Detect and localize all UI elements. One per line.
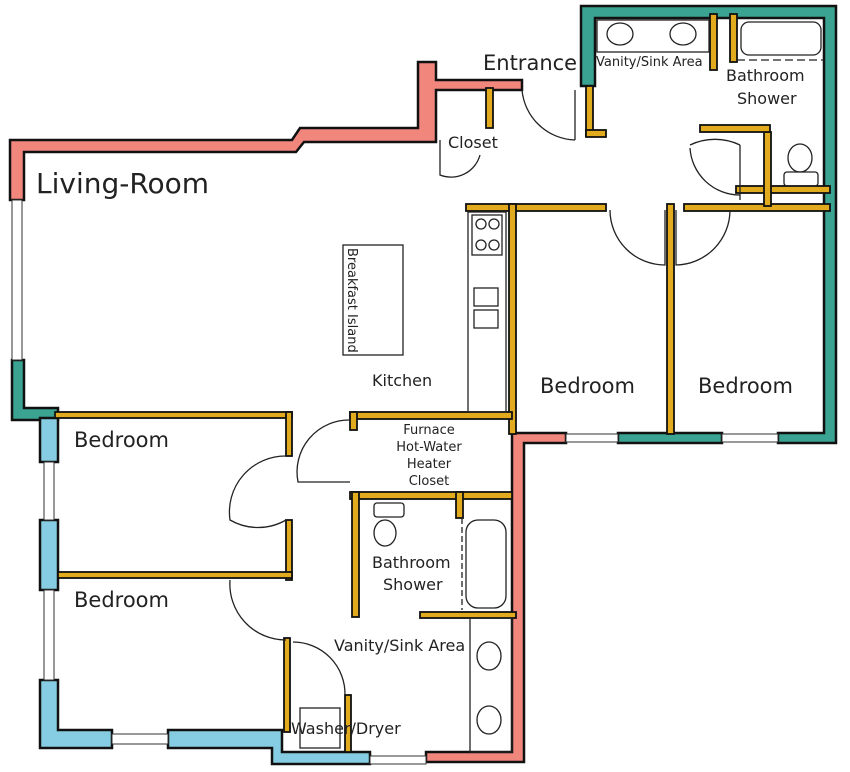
label-heater: Heater (407, 457, 452, 472)
vanity-counter-bottom (469, 617, 513, 753)
interior-walls (54, 13, 831, 753)
window (565, 433, 619, 443)
bathtub-icon (465, 519, 507, 609)
kitchen-counter (467, 211, 507, 413)
label-bedroom-lower-left: Bedroom (74, 588, 169, 612)
label-living-room: Living-Room (36, 167, 209, 200)
sink-icon (606, 22, 634, 46)
label-bedroom-upper-left: Bedroom (74, 428, 169, 452)
label-shower-top: Shower (737, 89, 797, 108)
entrance-door-swing (521, 89, 576, 141)
window (111, 733, 169, 745)
label-bedroom-mid: Bedroom (540, 374, 635, 398)
label-furnace: Furnace (403, 423, 454, 438)
label-bathroom-bottom: Bathroom (372, 553, 451, 572)
sink-icon (476, 641, 502, 671)
closet-door-swing (439, 140, 481, 178)
toilet-icon (787, 143, 813, 173)
window (11, 199, 23, 361)
bathtub-icon (740, 21, 822, 56)
washer-dryer-icon (299, 707, 341, 749)
furnace-closet-door-swing (296, 419, 351, 483)
window (369, 755, 427, 765)
window (721, 433, 779, 443)
stove-icon (471, 214, 503, 256)
label-hot-water: Hot-Water (396, 440, 462, 455)
label-washer-dryer: Washer/Dryer (291, 719, 401, 738)
label-furnace-closet: Closet (409, 474, 450, 489)
room-labels: Living-Room Entrance Closet Vanity/Sink … (36, 51, 805, 738)
kitchen-sink-icon (473, 287, 499, 307)
bedroom-door-swings (228, 455, 287, 641)
label-bedroom-right: Bedroom (698, 374, 793, 398)
breakfast-island (342, 244, 404, 356)
laundry-door-swing (292, 641, 346, 696)
window (43, 461, 55, 521)
sink-icon (669, 22, 697, 46)
label-vanity-top: Vanity/Sink Area (596, 55, 703, 70)
toilet-icon (373, 519, 397, 547)
label-breakfast-island: Breakfast Island (344, 248, 359, 353)
window (43, 589, 55, 681)
vanity-counter-top (596, 19, 710, 53)
windows (11, 199, 779, 765)
sink-icon (476, 705, 502, 735)
fixtures (228, 19, 824, 753)
label-vanity-bottom: Vanity/Sink Area (334, 636, 465, 655)
label-entrance: Entrance (483, 51, 577, 75)
label-bathroom-top: Bathroom (726, 66, 805, 85)
door-swing (689, 138, 741, 200)
label-shower-bottom: Shower (383, 575, 443, 594)
label-kitchen: Kitchen (372, 371, 432, 390)
label-closet: Closet (448, 133, 498, 152)
bedroom-door-swings (609, 209, 731, 266)
